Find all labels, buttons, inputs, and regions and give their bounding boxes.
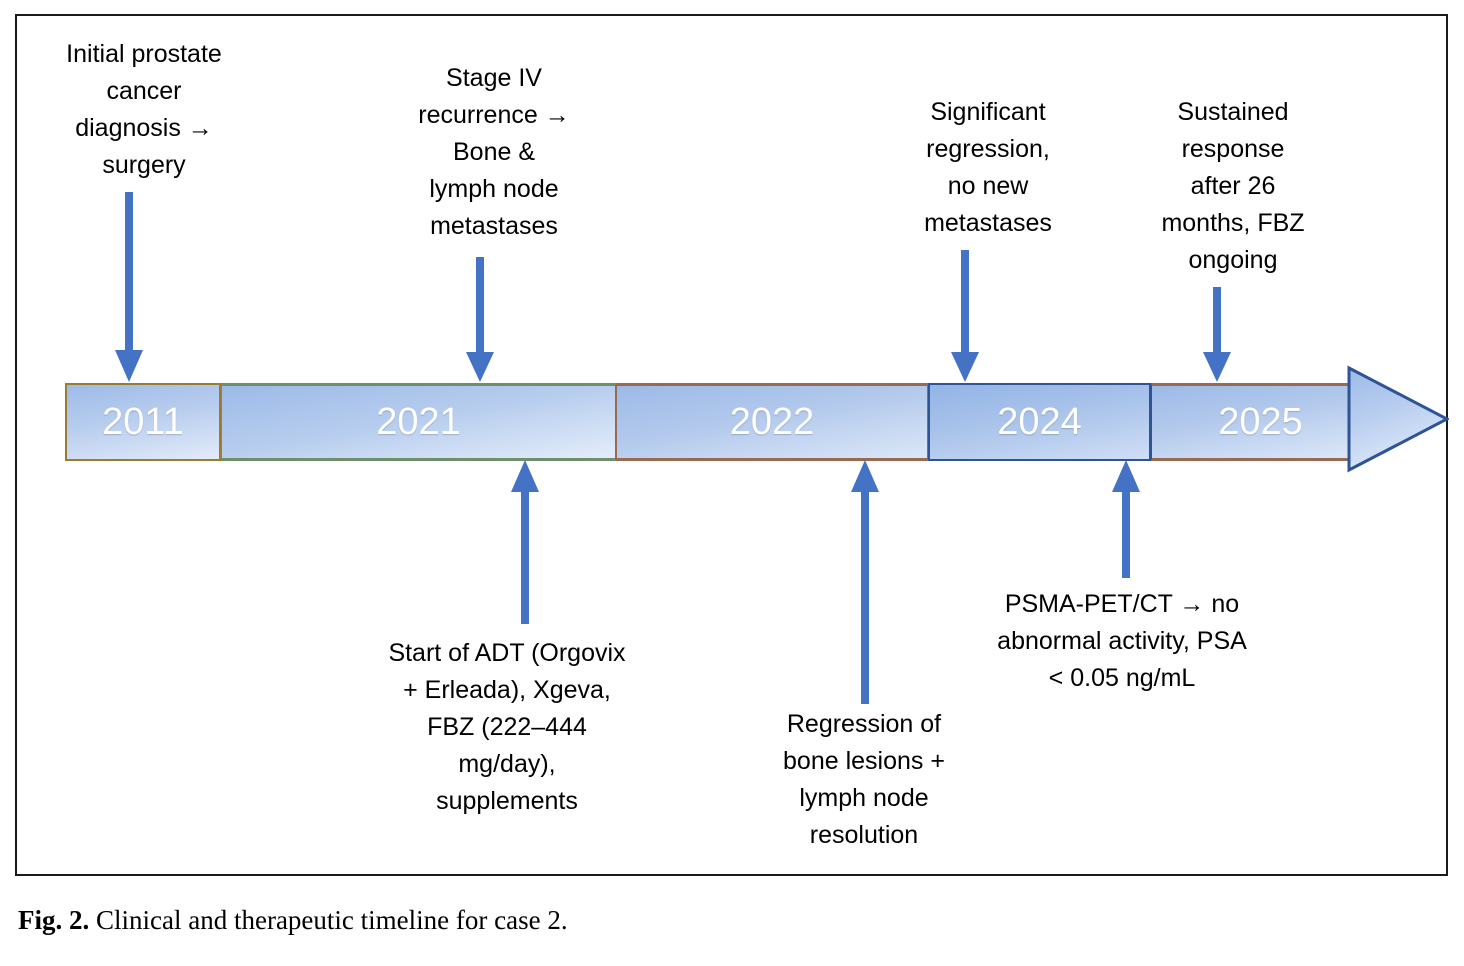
pointer-arrow-up-regression-bone-lesions: [848, 458, 882, 706]
timeline-arrowhead-icon: [1347, 365, 1451, 473]
timeline-segment-2011[interactable]: 2011: [65, 383, 221, 461]
figure-caption-text: Clinical and therapeutic timeline for ca…: [96, 905, 568, 935]
timeline-segment-2025[interactable]: 2025: [1151, 383, 1369, 461]
annotation-stage-iv-recurrence: Stage IV recurrence → Bone & lymph node …: [418, 64, 570, 240]
annotation-regression-bone-lesions: Regression of bone lesions + lymph node …: [783, 710, 945, 849]
pointer-arrow-down-sustained-response: [1200, 287, 1234, 384]
pointer-arrow-up-psma-pet-ct: [1109, 458, 1143, 580]
timeline-segment-2024[interactable]: 2024: [928, 383, 1151, 461]
pointer-arrow-up-start-of-adt: [508, 458, 542, 626]
pointer-arrow-down-stage-iv: [463, 257, 497, 384]
figure-caption-label: Fig. 2.: [18, 905, 90, 935]
timeline-segment-2021[interactable]: 2021: [221, 383, 616, 461]
annotation-psma-pet-ct: PSMA-PET/CT → no abnormal activity, PSA …: [997, 590, 1247, 692]
timeline-segment-2022[interactable]: 2022: [616, 383, 928, 461]
figure-frame: Initial prostate cancer diagnosis → surg…: [15, 14, 1451, 876]
annotation-significant-regression: Significant regression, no new metastase…: [924, 98, 1052, 237]
pointer-arrow-down-initial-diagnosis: [112, 192, 146, 384]
annotation-sustained-response: Sustained response after 26 months, FBZ …: [1161, 98, 1305, 274]
annotation-initial-diagnosis: Initial prostate cancer diagnosis → surg…: [66, 40, 222, 179]
timeline-bar: 2011 2021 2022 2024 2025: [50, 365, 1451, 473]
annotation-start-of-adt: Start of ADT (Orgovix + Erleada), Xgeva,…: [388, 639, 626, 815]
pointer-arrow-down-significant-regression: [948, 250, 982, 384]
figure-caption: Fig. 2. Clinical and therapeutic timelin…: [18, 905, 568, 936]
